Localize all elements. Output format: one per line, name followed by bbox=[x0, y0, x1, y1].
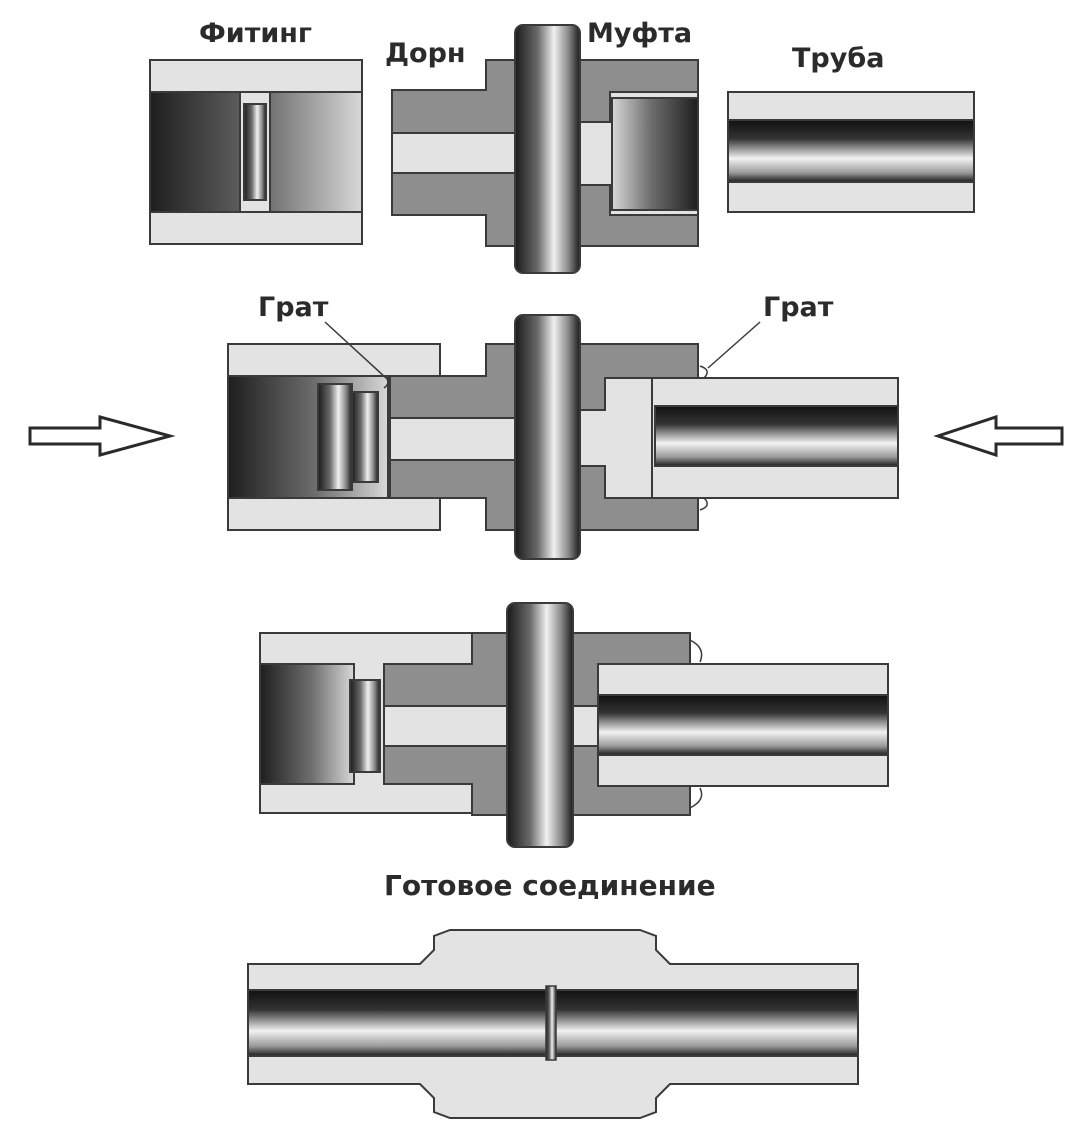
heater-tool-top bbox=[391, 24, 699, 274]
label-burr-right: Грат bbox=[763, 292, 834, 323]
pipe-heating bbox=[651, 365, 899, 511]
finished-joint bbox=[247, 929, 859, 1119]
label-finished-joint: Готовое соединение bbox=[384, 869, 716, 902]
pipe-part bbox=[727, 91, 975, 213]
label-fitting: Фитинг bbox=[199, 18, 312, 49]
arrow-left-icon bbox=[933, 414, 1064, 458]
label-mandrel: Дорн bbox=[385, 38, 466, 69]
label-coupling: Муфта bbox=[587, 18, 692, 49]
label-pipe: Труба bbox=[792, 43, 884, 74]
burr-leader-right bbox=[707, 321, 761, 369]
burr-leader-left bbox=[324, 321, 387, 379]
label-burr-left: Грат bbox=[258, 292, 329, 323]
assembly-pressed bbox=[259, 602, 889, 848]
fitting-part bbox=[149, 59, 363, 245]
arrow-right-icon bbox=[28, 415, 176, 457]
